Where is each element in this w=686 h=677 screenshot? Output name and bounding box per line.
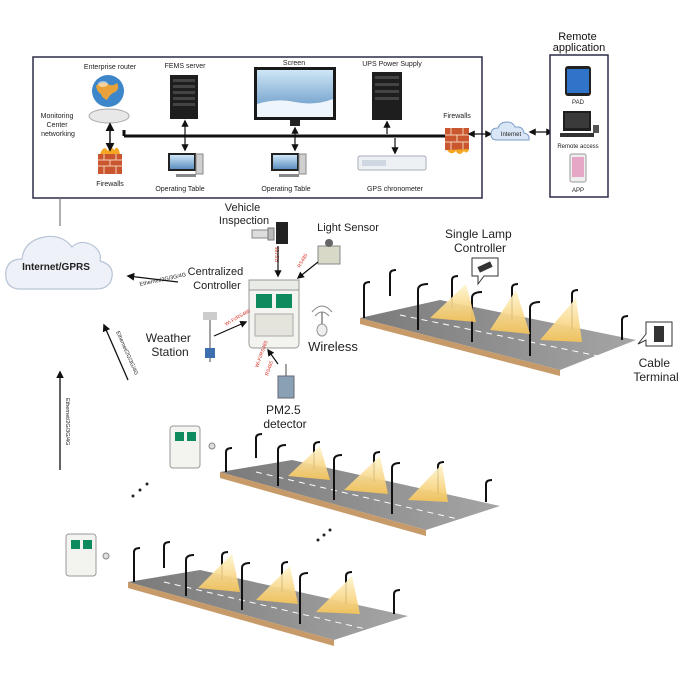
road-3-light-beams xyxy=(198,554,360,614)
internet-cloud-small-label: Internet xyxy=(501,132,522,138)
firewall-right-icon xyxy=(445,128,469,154)
pm25-detector-label: PM2.5 detector xyxy=(263,403,306,431)
operating-table-2-label: Operating Table xyxy=(261,186,310,193)
road-1-lamps xyxy=(363,269,629,356)
road-1-light-beams xyxy=(430,284,582,342)
ups-power-supply-icon xyxy=(372,72,402,120)
road-1 xyxy=(360,300,636,376)
remote-access-label: Remote access xyxy=(557,144,598,150)
weather-station-label: Weather Station xyxy=(146,331,194,359)
road-2 xyxy=(220,460,500,536)
cable-terminal-label: Cable Terminal xyxy=(633,356,678,384)
remote-application-title: Remote application xyxy=(553,31,606,54)
link-label-left: Ethernet/2G/3G/4G xyxy=(64,398,70,445)
app-label: APP xyxy=(572,188,584,194)
pad-icon xyxy=(565,66,591,96)
ups-power-supply-label: UPS Power Supply xyxy=(362,61,422,68)
link-label-top: Ethernet/2G/3G/4G xyxy=(139,272,187,288)
vehicle-inspection-label: Vehicle Inspection xyxy=(219,202,269,227)
sensor-to-controller xyxy=(296,261,319,279)
operating-table-1-icon xyxy=(168,153,204,177)
firewall-left-label: Firewalls xyxy=(96,181,124,188)
screen-icon xyxy=(254,67,336,126)
internet-cloud-small-icon xyxy=(490,121,530,141)
rs485-label-2: RS485 xyxy=(297,253,310,269)
fems-server-icon xyxy=(170,75,198,119)
light-sensor-label: Light Sensor xyxy=(317,222,379,234)
firewall-left-icon xyxy=(98,147,122,174)
pm25-detector-icon xyxy=(277,364,295,399)
road-2-lamps xyxy=(225,433,493,514)
single-lamp-controller-callout-icon xyxy=(471,257,499,286)
controller-2-icon xyxy=(169,425,216,469)
centralized-controller-label: Centralized Controller xyxy=(188,266,247,292)
wireless-label: Wireless xyxy=(308,339,358,354)
firewall-right-label: Firewalls xyxy=(443,113,471,120)
weather-station-icon xyxy=(203,312,217,362)
internet-gprs-cloud-icon xyxy=(5,235,113,290)
vehicle-inspection-icon xyxy=(251,222,288,244)
controller-3-icon xyxy=(65,533,110,577)
app-phone-icon xyxy=(569,153,587,183)
single-lamp-controller-label: Single Lamp Controller xyxy=(445,227,515,255)
operating-table-1-label: Operating Table xyxy=(155,186,204,193)
gps-chronometer-label: GPS chronometer xyxy=(367,186,424,193)
wifi-rs485-label-1: Wi-Fi/RS485 xyxy=(224,308,252,327)
more-dots-left xyxy=(131,482,149,498)
road-2-light-beams xyxy=(288,446,448,502)
fems-server-label: FEMS server xyxy=(165,63,207,70)
link-label-mid: Ethernet/2G/3G/4G xyxy=(114,330,139,376)
rs485-label-3: RS485 xyxy=(264,360,275,377)
more-dots-right xyxy=(316,528,332,542)
screen-label: Screen xyxy=(283,60,305,67)
remote-access-icon xyxy=(560,111,599,137)
weather-to-controller xyxy=(213,321,248,337)
gps-chronometer-icon xyxy=(357,155,427,171)
pad-label: PAD xyxy=(572,100,585,106)
road-3-lamps xyxy=(133,541,401,624)
link-arrow-mid xyxy=(102,323,129,381)
monitoring-center-label: Monitoring Center networking xyxy=(41,113,76,138)
operating-table-2-icon xyxy=(271,153,307,177)
enterprise-router-label: Enterprise router xyxy=(84,64,137,71)
centralized-controller-icon xyxy=(248,279,300,349)
link-arrow-top xyxy=(126,272,179,283)
wireless-icon xyxy=(311,305,333,337)
road-3 xyxy=(128,570,408,646)
internet-gprs-label: Internet/GPRS xyxy=(22,262,90,273)
cable-terminal-callout-icon xyxy=(637,321,673,347)
enterprise-router-icon xyxy=(88,75,130,124)
light-sensor-icon xyxy=(317,239,341,265)
pm25-to-controller xyxy=(267,348,279,365)
